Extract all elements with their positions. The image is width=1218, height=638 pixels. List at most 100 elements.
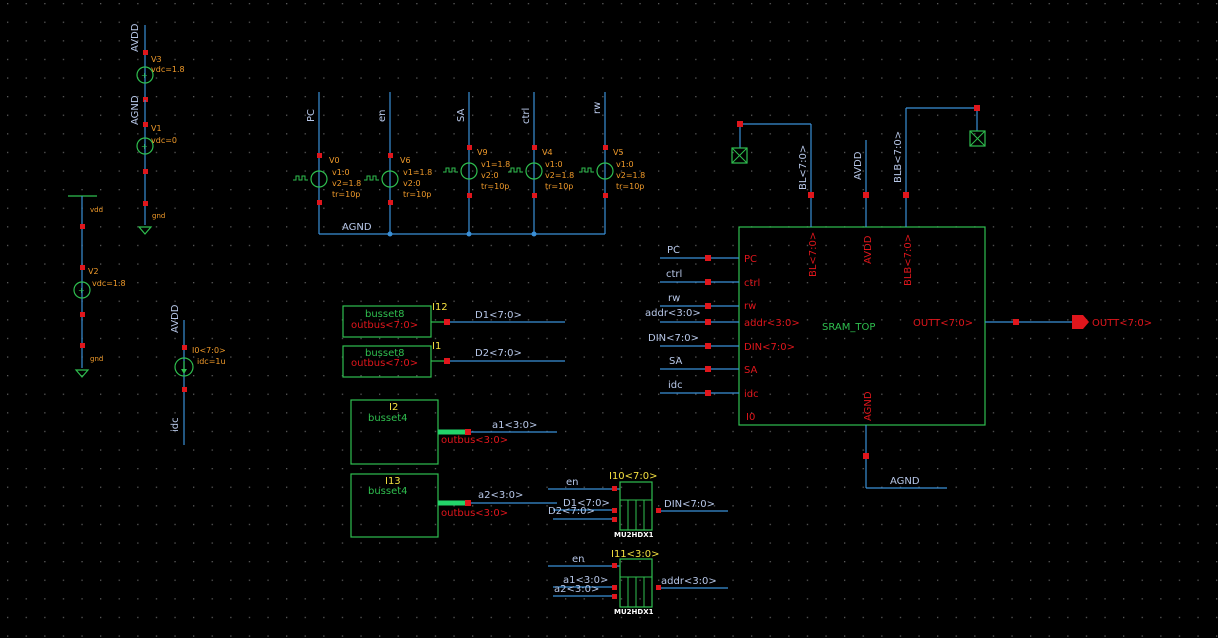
pin-square bbox=[1013, 319, 1019, 325]
param-vdc: vdc=1.8 bbox=[151, 65, 185, 74]
param: tr=10p bbox=[616, 182, 644, 191]
busset4-i13[interactable]: I13 busset4 outbus<3:0> a2<3:0> bbox=[350, 473, 557, 538]
pin-square bbox=[656, 508, 661, 513]
pulse-source-symbol bbox=[310, 170, 328, 188]
mux-i11[interactable]: en I11<3:0> a1<3:0> a2<3:0> addr<3:0> MU… bbox=[548, 549, 728, 616]
busset8-i12[interactable]: busset8 outbus<7:0> I12 D1<7:0> bbox=[342, 302, 565, 338]
pin-square bbox=[705, 390, 711, 396]
param: v1:0 bbox=[332, 168, 350, 177]
pulse-source-symbol bbox=[381, 170, 399, 188]
pin-square bbox=[143, 50, 148, 55]
pulse-source-v9[interactable]: SA V9 v1=1.8 v2:0 tr=10p bbox=[443, 92, 510, 234]
pin-square bbox=[603, 145, 608, 150]
net-label: BLB<7:0> bbox=[893, 131, 904, 183]
inst-name-i0: I0<7:0> bbox=[192, 346, 226, 355]
inst-name-v1: V1 bbox=[151, 124, 162, 133]
pin-square bbox=[705, 366, 711, 372]
pin-square bbox=[808, 192, 814, 198]
net-label: rw bbox=[592, 102, 603, 114]
inst-name: V0 bbox=[329, 156, 340, 165]
supply-v3[interactable]: AVDD + V3 vdc=1.8 bbox=[130, 23, 185, 102]
net-label-agnd: AGND bbox=[342, 222, 372, 233]
net-label: PC bbox=[667, 245, 680, 256]
pin-label: BLB<7:0> bbox=[903, 234, 914, 286]
pin-square bbox=[603, 193, 608, 198]
pin-label: idc bbox=[744, 389, 759, 400]
param: v2:0 bbox=[481, 171, 499, 180]
pin-square bbox=[612, 486, 617, 491]
pin-square bbox=[656, 585, 661, 590]
pin-square bbox=[182, 387, 187, 392]
pulse-source-v5[interactable]: rw V5 v1:0 v2=1.8 tr=10p bbox=[579, 92, 645, 234]
pulse-source-symbol bbox=[460, 162, 478, 180]
pin-square bbox=[705, 255, 711, 261]
pin-label: OUTT<7:0> bbox=[913, 318, 973, 329]
net-label: idc bbox=[668, 380, 683, 391]
pin-name: outbus<7:0> bbox=[351, 320, 418, 331]
param: tr=10p bbox=[403, 190, 431, 199]
pin-square bbox=[317, 200, 322, 205]
gnd-label: gnd bbox=[152, 212, 165, 220]
plus-sign: + bbox=[141, 142, 148, 151]
dc-source-symbol bbox=[136, 137, 154, 155]
pin-square bbox=[80, 265, 85, 270]
pin-label: BL<7:0> bbox=[808, 232, 819, 277]
net-label: AGND bbox=[890, 476, 920, 487]
pulse-wave-icon bbox=[443, 167, 458, 173]
dc-source-symbol bbox=[73, 281, 91, 299]
left-pins: PC PC ctrl ctrl rw rw addr<3:0> addr<3:0… bbox=[645, 245, 800, 400]
cell-name: busset4 bbox=[368, 413, 408, 424]
pulse-sources: AGND PC V0 v1:0 v2=1.8 tr=10p en V6 v1=1… bbox=[293, 92, 645, 237]
pin-label: SA bbox=[744, 365, 758, 376]
inst-name: I11<3:0> bbox=[611, 549, 660, 560]
cell-name: busset4 bbox=[368, 486, 408, 497]
bottom-pin: AGND AGND bbox=[863, 391, 947, 489]
pin-square bbox=[317, 153, 322, 158]
net-label: ctrl bbox=[521, 108, 532, 124]
pin-label: AVDD bbox=[863, 235, 874, 264]
supply-v1[interactable]: AGND + V1 vdc=0 gnd bbox=[130, 95, 177, 235]
pin-square bbox=[80, 312, 85, 317]
sel-net-label: en bbox=[572, 554, 585, 565]
plus-sign: + bbox=[141, 71, 148, 80]
pulse-source-v0[interactable]: PC V0 v1:0 v2=1.8 tr=10p bbox=[293, 92, 361, 234]
pin-square bbox=[903, 192, 909, 198]
mux-i10[interactable]: en I10<7:0> D1<7:0> D2<7:0> DIN<7:0> MU2… bbox=[548, 471, 728, 539]
cell-name: busset8 bbox=[365, 348, 405, 359]
pulse-wave-icon bbox=[508, 167, 523, 173]
pulse-source-v4[interactable]: ctrl V4 v1:0 v2=1.8 tr=10p bbox=[508, 92, 574, 234]
pin-square bbox=[612, 517, 617, 522]
current-source-i0[interactable]: AVDD I0<7:0> idc=1u idc bbox=[170, 304, 226, 445]
pin-square bbox=[705, 279, 711, 285]
pin-label: PC bbox=[744, 254, 757, 265]
supply-v2[interactable]: vdd + V2 vdc=1.8 gnd bbox=[68, 195, 126, 378]
gnd-label: gnd bbox=[90, 355, 103, 363]
param-idc: idc=1u bbox=[197, 357, 226, 366]
pulse-source-v6[interactable]: en V6 v1=1.8 v2:0 tr=10p bbox=[364, 92, 432, 234]
output-pin-label: OUTT<7:0> bbox=[1092, 318, 1152, 329]
busset4-i2[interactable]: I2 busset4 outbus<3:0> a1<3:0> bbox=[350, 399, 557, 465]
inst-name: I2 bbox=[389, 402, 398, 413]
ground-icon bbox=[137, 226, 153, 235]
pulse-wave-icon bbox=[579, 167, 594, 173]
pin-square bbox=[612, 585, 617, 590]
sram-top-instance[interactable]: SRAM_TOP I0 PC PC ctrl ctrl rw rw addr<3… bbox=[645, 105, 1152, 489]
pin-square bbox=[737, 121, 743, 127]
in1-net-label: D2<7:0> bbox=[548, 506, 595, 517]
param: v2=1.8 bbox=[332, 179, 361, 188]
pin-square bbox=[612, 594, 617, 599]
pin-square bbox=[143, 97, 148, 102]
pin-label: AGND bbox=[863, 391, 874, 421]
net-label: SA bbox=[456, 108, 467, 122]
net-label-idc: idc bbox=[170, 417, 181, 432]
vdd-label: vdd bbox=[90, 206, 103, 214]
net-label: addr<3:0> bbox=[645, 308, 701, 319]
pulse-source-symbol bbox=[596, 162, 614, 180]
param: v2:0 bbox=[403, 179, 421, 188]
busset8-i1[interactable]: busset8 outbus<7:0> I1 D2<7:0> bbox=[342, 341, 565, 378]
inst-name-v2: V2 bbox=[88, 267, 99, 276]
sel-net-label: en bbox=[566, 477, 579, 488]
pin-square bbox=[467, 145, 472, 150]
cell-name: SRAM_TOP bbox=[822, 322, 875, 333]
